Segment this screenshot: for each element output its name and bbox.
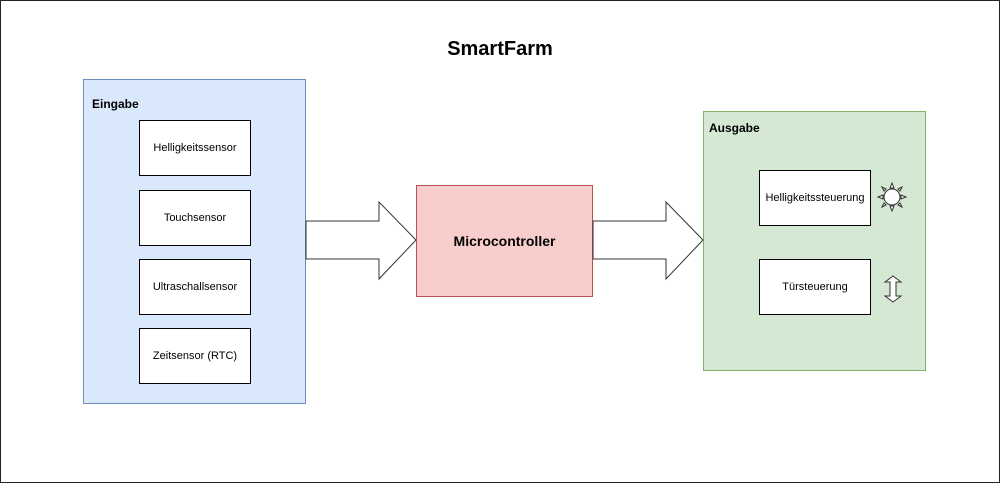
input-node-zeitsensor: Zeitsensor (RTC) — [139, 328, 251, 384]
microcontroller-node: Microcontroller — [416, 185, 593, 297]
input-to-microcontroller-arrow — [305, 200, 417, 281]
input-node-ultraschallsensor: Ultraschallsensor — [139, 259, 251, 315]
microcontroller-to-output-arrow — [592, 200, 704, 281]
input-node-helligkeitssensor: Helligkeitssensor — [139, 120, 251, 176]
output-group-label: Ausgabe — [709, 121, 760, 135]
diagram-title: SmartFarm — [447, 38, 553, 60]
input-group-label: Eingabe — [92, 97, 139, 111]
output-node-tuersteuerung: Türsteuerung — [759, 259, 871, 315]
output-node-helligkeitssteuerung: Helligkeitssteuerung — [759, 170, 871, 226]
output-group: Ausgabe — [703, 111, 926, 371]
vertical-double-arrow-icon — [883, 275, 903, 303]
sun-icon — [876, 181, 908, 213]
input-node-touchsensor: Touchsensor — [139, 190, 251, 246]
